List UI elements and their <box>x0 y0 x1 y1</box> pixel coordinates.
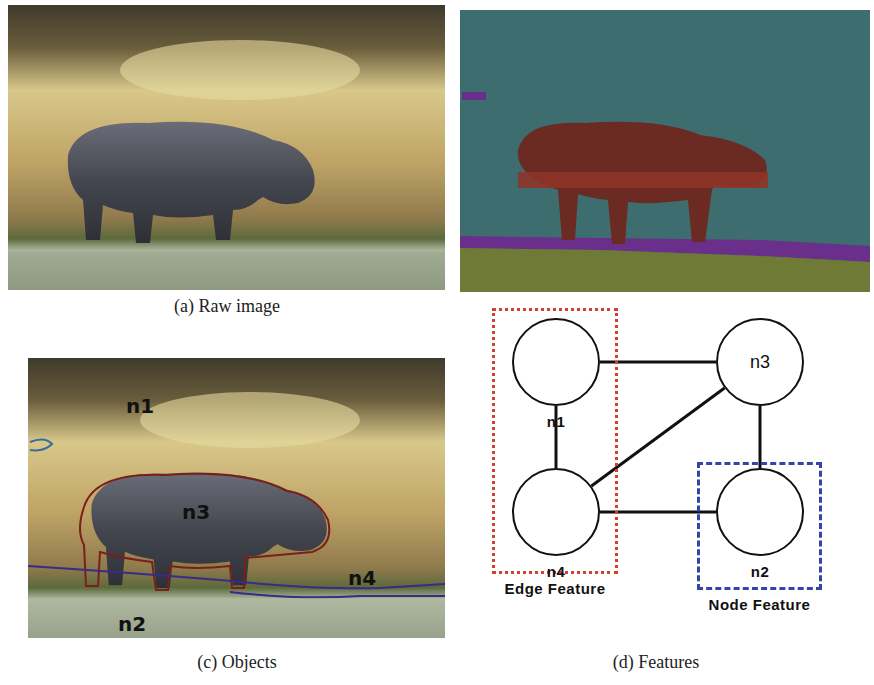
region-label: n1 <box>126 394 154 418</box>
graph-edge <box>591 388 724 486</box>
segmentation-map <box>460 10 870 292</box>
panel-caption: (c) Objects <box>197 652 276 673</box>
group-heading: Edge Feature <box>504 580 605 597</box>
graph-node: n3 <box>716 318 804 406</box>
graph-edge <box>759 406 762 468</box>
panel-caption: (a) Raw image <box>174 296 280 317</box>
panel-caption: (d) Features <box>613 652 699 673</box>
node-feature-box: Node Featuren2 <box>697 462 822 590</box>
graph-node: n4 <box>512 468 600 556</box>
graph-node: n1 <box>512 318 600 406</box>
objects-photo <box>28 358 445 638</box>
node-label: n1 <box>547 413 566 430</box>
region-label: n3 <box>182 500 210 524</box>
region-label: n2 <box>118 612 146 636</box>
node-label: n3 <box>750 352 770 373</box>
edge-feature-box: Edge Featuren1n4 <box>492 308 618 574</box>
region-label: n4 <box>348 566 376 590</box>
group-heading: Node Feature <box>709 596 811 613</box>
node-label: n4 <box>547 563 566 580</box>
graph-node: n2 <box>716 468 804 556</box>
node-label: n2 <box>751 563 770 580</box>
raw-photo <box>8 5 445 290</box>
